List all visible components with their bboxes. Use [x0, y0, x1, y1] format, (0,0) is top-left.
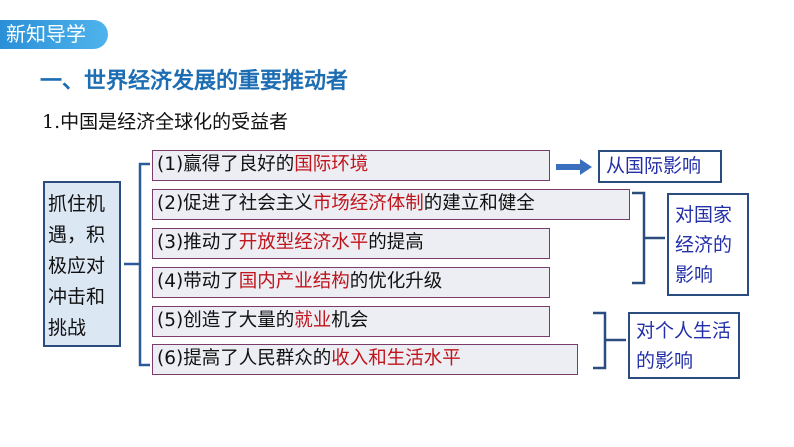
left-brace: [124, 162, 150, 367]
list-item: (5)创造了大量的就业机会: [152, 306, 550, 337]
list-item: (3)推动了开放型经济水平的提高: [152, 228, 550, 259]
international-effect-box: 从国际影响: [598, 150, 722, 183]
right-brace-personal: [593, 311, 626, 370]
subtitle: 1.中国是经济全球化的受益者: [42, 111, 289, 133]
section-tag: 新知导学: [0, 20, 108, 49]
list-item: (6)提高了人民群众的收入和生活水平: [152, 344, 578, 375]
list-item: (2)促进了社会主义市场经济体制的建立和健全: [152, 189, 630, 220]
list-item: (1)赢得了良好的国际环境: [152, 150, 550, 181]
personal-effect-box: 对个人生活的影响: [628, 312, 740, 379]
list-item: (4)带动了国内产业结构的优化升级: [152, 267, 550, 298]
national-effect-box: 对国家经济的影响: [667, 193, 749, 296]
right-brace-national: [632, 191, 665, 285]
arrow-icon: [556, 159, 592, 175]
page-title: 一、世界经济发展的重要推动者: [40, 69, 349, 94]
main-topic-box: 抓住机遇，积极应对冲击和挑战: [43, 181, 121, 347]
